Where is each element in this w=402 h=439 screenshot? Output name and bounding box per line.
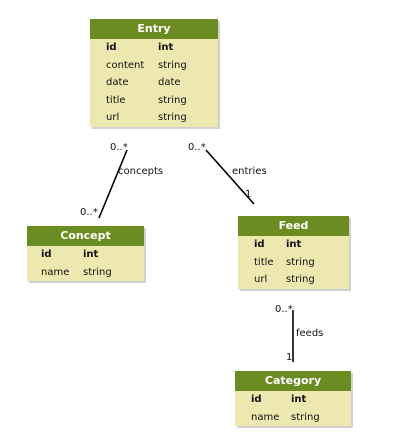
multiplicity-entry-entries: 0..* — [188, 142, 206, 153]
field-type: int — [291, 394, 307, 405]
entity-feed-field-row: title string — [238, 254, 349, 272]
entity-entry-field-row: url string — [90, 109, 218, 127]
entity-feed-pk-row: id int — [238, 236, 349, 254]
field-type: string — [158, 59, 187, 71]
field-name: id — [41, 249, 52, 260]
multiplicity-feed-entries: 1 — [245, 189, 252, 200]
relation-label-entries: entries — [232, 166, 267, 177]
entity-entry-field-row: title string — [90, 92, 218, 110]
multiplicity-category: 1 — [286, 352, 293, 363]
field-type: string — [83, 266, 112, 278]
entity-feed-title: Feed — [238, 216, 349, 236]
multiplicity-concept: 0..* — [80, 207, 98, 218]
entity-entry-title: Entry — [90, 19, 218, 39]
field-name: name — [41, 266, 70, 278]
field-type: string — [291, 411, 320, 423]
field-name: id — [251, 394, 262, 405]
entity-concept[interactable]: Concept id int name string — [27, 226, 144, 281]
entity-category-pk-row: id int — [235, 391, 351, 409]
multiplicity-entry-concepts: 0..* — [110, 142, 128, 153]
field-name: url — [106, 112, 120, 123]
entity-feed[interactable]: Feed id int title string url string — [238, 216, 349, 289]
entity-concept-pk-row: id int — [27, 246, 144, 264]
relation-label-feeds: feeds — [296, 328, 324, 339]
field-name: id — [106, 42, 117, 53]
entity-entry-pk-row: id int — [90, 39, 218, 57]
field-name: name — [251, 411, 280, 423]
field-type: int — [83, 249, 99, 260]
entity-feed-field-row: url string — [238, 271, 349, 289]
field-type: string — [286, 274, 315, 285]
field-type: string — [286, 256, 315, 268]
relation-line-entry-feed — [205, 149, 255, 205]
field-type: int — [158, 42, 174, 53]
entity-entry-field-row: date date — [90, 74, 218, 92]
field-name: content — [106, 59, 145, 71]
entity-concept-field-row: name string — [27, 264, 144, 282]
field-type: string — [158, 94, 187, 106]
field-type: date — [158, 77, 181, 88]
entity-category-field-row: name string — [235, 409, 351, 427]
field-name: id — [254, 239, 265, 250]
entity-entry-field-row: content string — [90, 57, 218, 75]
field-type: string — [158, 112, 187, 123]
entity-category-title: Category — [235, 371, 351, 391]
relation-line-entry-concept — [98, 149, 128, 219]
field-name: url — [254, 274, 268, 285]
field-name: title — [254, 256, 274, 268]
multiplicity-feed-feeds: 0..* — [275, 304, 293, 315]
field-name: date — [106, 77, 129, 88]
field-name: title — [106, 94, 126, 106]
entity-entry[interactable]: Entry id int content string date date ti… — [90, 19, 218, 127]
entity-concept-title: Concept — [27, 226, 144, 246]
relation-label-concepts: concepts — [118, 166, 164, 177]
field-type: int — [286, 239, 302, 250]
entity-category[interactable]: Category id int name string — [235, 371, 351, 426]
